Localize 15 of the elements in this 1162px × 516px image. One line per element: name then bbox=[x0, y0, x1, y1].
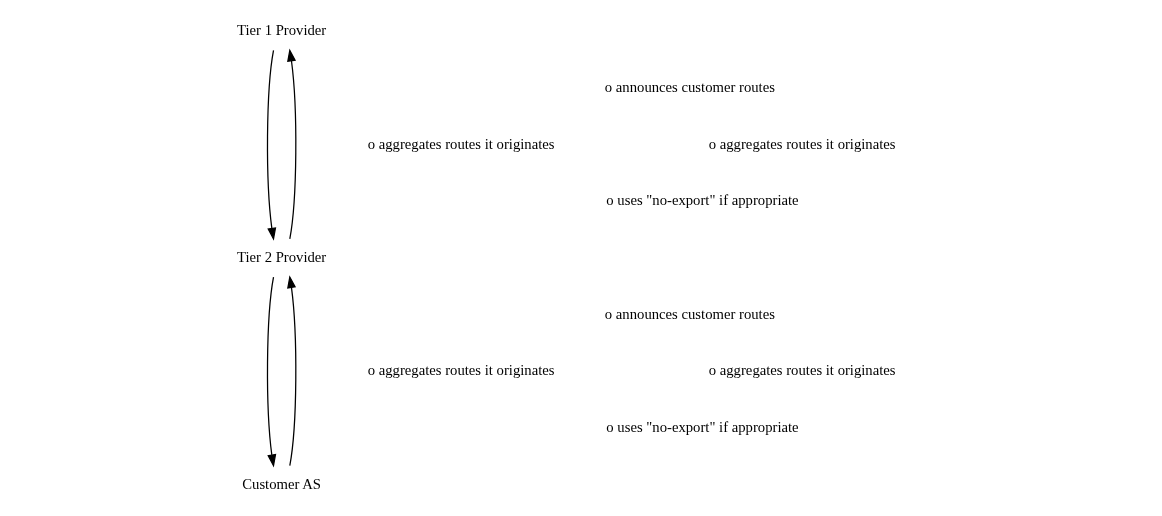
label: o aggregates routes it originates bbox=[708, 362, 896, 379]
label: o uses "no-export" if appropriate bbox=[606, 418, 799, 435]
arrow bbox=[287, 48, 297, 240]
label: o announces customer routes bbox=[604, 78, 775, 95]
label: o aggregates routes it originates bbox=[367, 135, 555, 152]
node-text: Tier 2 Provider bbox=[237, 248, 327, 265]
label: o uses "no-export" if appropriate bbox=[606, 192, 799, 209]
arrow bbox=[266, 49, 277, 241]
arrow bbox=[266, 276, 277, 468]
node-text: Tier 1 Provider bbox=[237, 22, 327, 39]
arrow bbox=[287, 275, 297, 467]
node-text: Customer AS bbox=[242, 475, 322, 492]
label: o aggregates routes it originates bbox=[708, 135, 896, 152]
label: o aggregates routes it originates bbox=[367, 362, 555, 379]
label: o announces customer routes bbox=[604, 305, 775, 322]
